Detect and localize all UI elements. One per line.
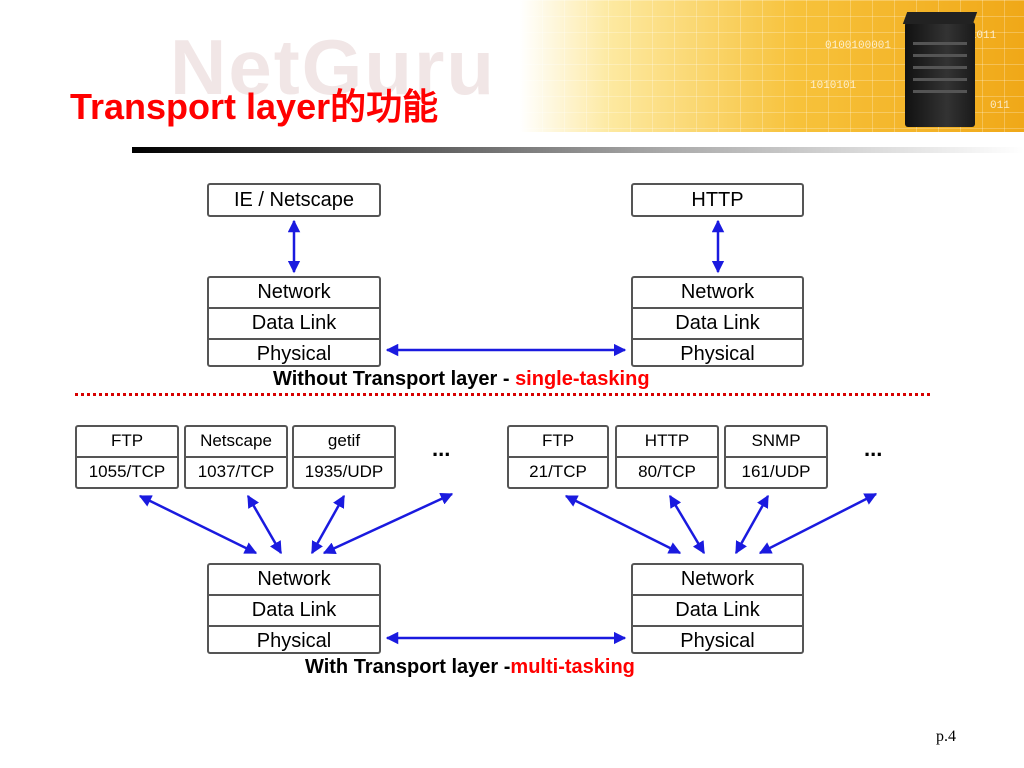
banner-binary-text: 011 [990, 100, 1010, 112]
arrow-app-to-network [734, 494, 770, 555]
app-port: 1935/UDP [294, 456, 394, 487]
app-port-box: HTTP 80/TCP [615, 425, 719, 489]
app-port: 1055/TCP [77, 456, 177, 487]
app-name: getif [327, 431, 361, 450]
stack-layer-physical: Physical [209, 625, 379, 656]
app-name: SNMP [751, 431, 801, 450]
stack-layer-network: Network [257, 281, 331, 303]
app-port-box: SNMP 161/UDP [724, 425, 828, 489]
app-port: 80/TCP [617, 456, 717, 487]
app-box-http: HTTP [631, 183, 804, 217]
stack-layer-data-link: Data Link [633, 307, 802, 338]
app-name: FTP [541, 431, 575, 450]
app-port: 1037/TCP [186, 456, 286, 487]
multi-tasking-caption: With Transport layer -multi-tasking [305, 656, 635, 679]
app-port: 21/TCP [509, 456, 607, 487]
stack-layer-network: Network [257, 568, 331, 590]
ellipsis-right: ... [864, 436, 883, 461]
caption-text: With Transport layer - [305, 656, 511, 678]
stack-layer-physical: Physical [633, 625, 802, 656]
title-main: Transport layer [70, 86, 331, 127]
app-port: 161/UDP [726, 456, 826, 487]
stack-layer-physical: Physical [209, 338, 379, 369]
protocol-stack-left-bottom: Network Data Link Physical [207, 563, 381, 654]
server-icon [902, 12, 978, 127]
banner-binary-text: 0100100001 [825, 40, 892, 52]
protocol-stack-right-bottom: Network Data Link Physical [631, 563, 804, 654]
section-separator [75, 393, 930, 396]
arrow-app-to-network [322, 492, 454, 555]
arrow-app-to-network [138, 494, 258, 555]
stack-layer-data-link: Data Link [209, 594, 379, 625]
slide-title: Transport layer的功能 [70, 78, 438, 130]
page-number: p.4 [936, 728, 956, 745]
title-underline [132, 147, 1024, 153]
arrow-app-to-network [564, 494, 682, 555]
caption-text: Without Transport layer - [273, 368, 516, 390]
app-port-box: getif 1935/UDP [292, 425, 396, 489]
app-port-box: FTP 21/TCP [507, 425, 609, 489]
app-port-box: FTP 1055/TCP [75, 425, 179, 489]
arrow-app-to-network [668, 494, 706, 555]
app-port-box: Netscape 1037/TCP [184, 425, 288, 489]
protocol-stack-left-top: Network Data Link Physical [207, 276, 381, 367]
stack-layer-data-link: Data Link [209, 307, 379, 338]
app-box-ie-netscape: IE / Netscape [207, 183, 381, 217]
banner-binary-text: 1010101 [810, 80, 857, 92]
stack-layer-data-link: Data Link [633, 594, 802, 625]
caption-highlight: multi-tasking [510, 656, 635, 678]
stack-layer-physical: Physical [633, 338, 802, 369]
title-cjk: 的功能 [330, 87, 439, 128]
stack-layer-network: Network [680, 281, 755, 303]
ellipsis-left: ... [432, 436, 451, 461]
app-name: HTTP [644, 431, 690, 450]
arrow-app-to-network [758, 492, 878, 555]
arrow-app-to-network [310, 494, 346, 555]
app-name: Netscape [200, 431, 272, 450]
protocol-stack-right-top: Network Data Link Physical [631, 276, 804, 367]
arrow-app-to-network [246, 494, 283, 555]
app-name: FTP [110, 431, 144, 450]
logo-watermark: NetGuru [170, 23, 496, 111]
single-tasking-caption: Without Transport layer - single-tasking [273, 368, 650, 391]
caption-highlight: single-tasking [515, 368, 650, 390]
stack-layer-network: Network [680, 568, 755, 590]
